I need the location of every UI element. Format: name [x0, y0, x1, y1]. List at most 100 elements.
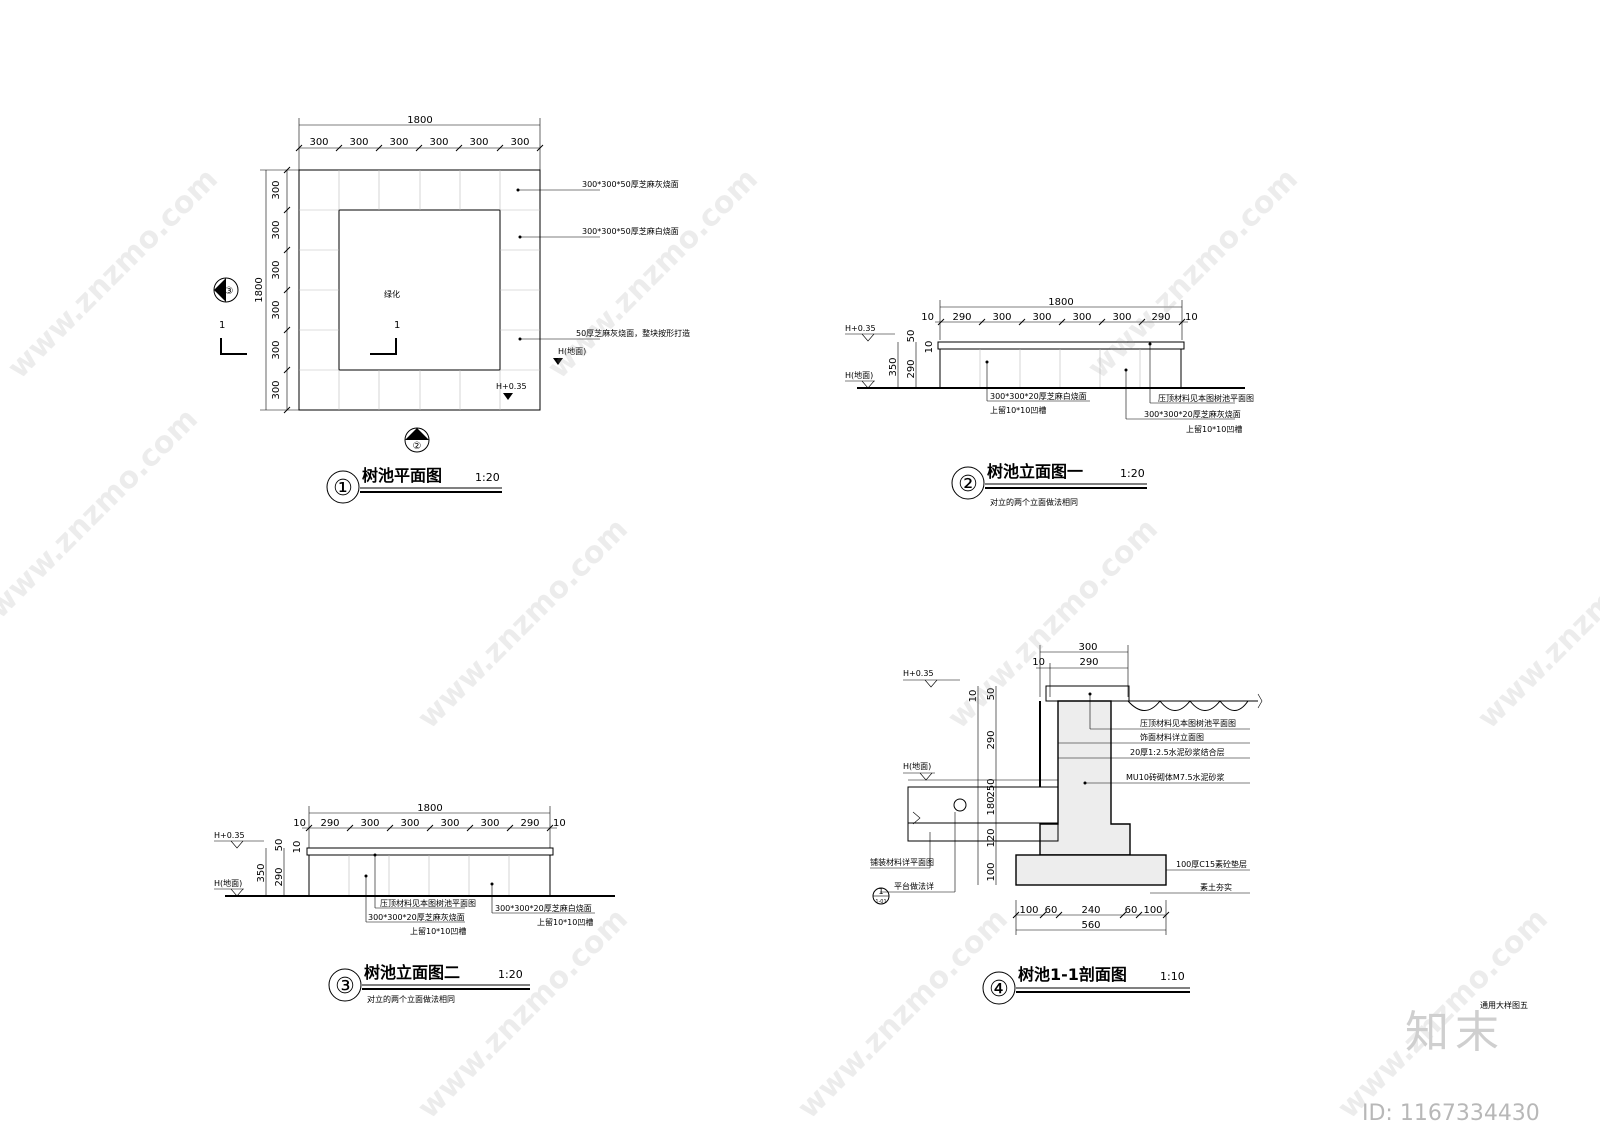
tree-pool-plan: 1800 300 300 300 300 300 300 [213, 115, 690, 504]
plan-seg-3: 300 [389, 137, 408, 148]
section-top-dim-300: 300 [1078, 642, 1097, 653]
elev2-vdim-10: 10 [292, 841, 303, 854]
svg-text:③: ③ [225, 286, 234, 297]
elev1-seg-6: 300 [1112, 312, 1131, 323]
elev1-seg-1: 10 [921, 312, 934, 323]
elev2-note-1: 压顶材料见本图树池平面图 [380, 898, 476, 908]
tree-pool-section: 300 10 290 H+0.35 H(地面) 10 50 290 250 [870, 642, 1263, 1005]
section-note-6: 素土夯实 [1200, 882, 1232, 892]
section-note-7: 铺装材料详平面图 [870, 857, 934, 867]
elev2-note-2: 300*300*20厚芝麻灰烧面 [368, 912, 465, 922]
elev2-note-3: 上留10*10凹槽 [410, 926, 466, 936]
elev2-overall-dim: 1800 [417, 803, 442, 814]
section-vdim-10: 10 [968, 690, 979, 703]
elev1-seg-5: 300 [1072, 312, 1091, 323]
plan-vseg-ticks [283, 166, 291, 414]
elev1-seg-3: 300 [992, 312, 1011, 323]
watermark-5: www.znzmo.com [411, 512, 635, 736]
elev2-note-5: 上留10*10凹槽 [537, 917, 593, 927]
plan-vertical-overall: 1800 [254, 277, 265, 302]
section-drain-pipe [953, 798, 967, 812]
elev1-note-5: 上留10*10凹槽 [1186, 424, 1242, 434]
brand-logo: 知末 [1405, 1007, 1505, 1058]
section-top-dim-10: 10 [1032, 657, 1045, 668]
plan-vseg-4: 300 [271, 300, 282, 319]
plan-seg-ticks [295, 144, 544, 152]
plan-scale: 1:20 [475, 471, 500, 484]
elev1-vdim-290: 290 [906, 359, 917, 378]
section-bdim-100b: 100 [1143, 905, 1162, 916]
elev2-seg-1: 10 [293, 818, 306, 829]
section-platform-slab [907, 786, 1059, 824]
plan-level-ground: H(地面) [558, 346, 586, 356]
elev1-seg-8: 10 [1185, 312, 1198, 323]
watermark-9: www.znzmo.com [791, 902, 1015, 1126]
elev1-vdim-50: 50 [906, 330, 917, 343]
elev1-seg-2: 290 [952, 312, 971, 323]
section-note-5: 100厚C15素砼垫层 [1176, 859, 1247, 869]
section-title-number: ④ [989, 977, 1009, 1002]
elev1-overall-dim: 1800 [1048, 297, 1073, 308]
section-vdim-50: 50 [986, 688, 997, 701]
section-note-1: 压顶材料见本图树池平面图 [1140, 718, 1236, 728]
plan-note-2: 300*300*50厚芝麻白烧面 [582, 226, 679, 236]
watermark-layer: www.znzmo.com www.znzmo.com www.znzmo.co… [0, 162, 1600, 1126]
elev2-vdim-50: 50 [274, 839, 285, 852]
elev2-seg-3: 300 [360, 818, 379, 829]
section-vdim-290: 290 [986, 730, 997, 749]
plan-vseg-2: 300 [271, 220, 282, 239]
plan-planting-area [338, 209, 501, 371]
elev2-subtitle: 对立的两个立面做法相同 [367, 994, 455, 1004]
watermark-3: www.znzmo.com [1081, 162, 1305, 386]
plan-seg-6: 300 [510, 137, 529, 148]
section-vdim-180: 180 [986, 796, 997, 815]
section-scale: 1:10 [1160, 970, 1185, 983]
plan-paving-grid [299, 170, 540, 410]
plan-section-mark-left: 1 [219, 320, 225, 331]
section-bdim-total: 560 [1081, 920, 1100, 931]
elev2-note-4: 300*300*20厚芝麻白烧面 [495, 903, 592, 913]
elev2-seg-5: 300 [440, 818, 459, 829]
elev1-note-1: 300*300*20厚芝麻白烧面 [990, 391, 1087, 401]
section-brick-wall [1039, 700, 1131, 856]
section-detail-ref: 1 1-01 [872, 887, 890, 905]
svg-text:1-01: 1-01 [875, 899, 886, 905]
elev1-seg-7: 290 [1151, 312, 1170, 323]
plan-vseg-5: 300 [271, 340, 282, 359]
elev1-wall [939, 348, 1182, 389]
elev1-seg-ticks [937, 318, 1186, 326]
plan-vseg-6: 300 [271, 380, 282, 399]
elev2-seg-ticks [305, 824, 554, 832]
plan-seg-2: 300 [349, 137, 368, 148]
elev2-wall [308, 854, 551, 897]
section-title: 树池1-1剖面图 [1018, 965, 1127, 984]
plan-note-1: 300*300*50厚芝麻灰烧面 [582, 179, 679, 189]
plan-title: 树池平面图 [362, 466, 442, 485]
elev2-seg-4: 300 [400, 818, 419, 829]
section-note-8: 平台做法详 [894, 881, 934, 891]
plan-seg-1: 300 [309, 137, 328, 148]
elev1-title-number: ② [958, 472, 978, 497]
plan-seg-4: 300 [429, 137, 448, 148]
section-top-dim-290: 290 [1079, 657, 1098, 668]
view-callout-2: ② [404, 427, 430, 453]
elev1-vdim-10: 10 [924, 341, 935, 354]
elev2-title: 树池立面图二 [364, 963, 460, 982]
section-note-3: 20厚1:2.5水泥砂浆结合层 [1130, 747, 1225, 757]
image-id: ID: 1167334430 [1362, 1101, 1540, 1126]
elev2-vdim-350: 350 [256, 863, 267, 882]
watermark-4: www.znzmo.com [0, 402, 205, 626]
section-level-top: H+0.35 [903, 669, 934, 678]
elev1-note-3: 压顶材料见本图树池平面图 [1158, 393, 1254, 403]
section-note-4: MU10砖砌体M7.5水泥砂浆 [1126, 772, 1225, 782]
plan-seg-5: 300 [469, 137, 488, 148]
section-note-2: 饰面材料详立面图 [1140, 732, 1204, 742]
elev2-scale: 1:20 [498, 968, 523, 981]
elev1-scale: 1:20 [1120, 467, 1145, 480]
section-vdim-250: 250 [986, 778, 997, 797]
tree-pool-elevation-2: 1800 10 290 300 300 300 300 290 10 350 2… [214, 803, 615, 1004]
section-gravel-bed [907, 822, 1059, 842]
plan-note-3: 50厚芝麻灰烧面，整块按形打造 [576, 328, 690, 338]
plan-vseg-3: 300 [271, 260, 282, 279]
